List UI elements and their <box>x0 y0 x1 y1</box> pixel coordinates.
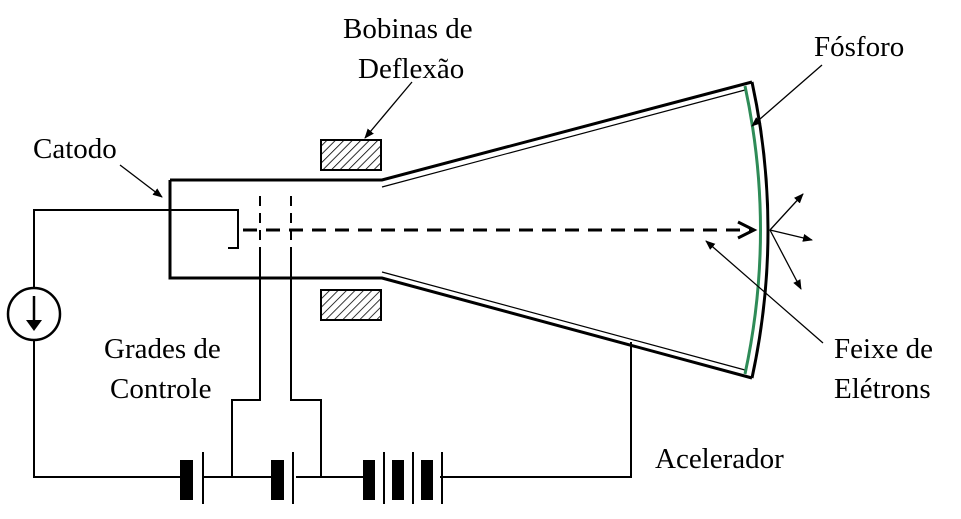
battery-icon <box>180 452 204 504</box>
grid-1-lead <box>231 250 261 477</box>
emission-arrow-icon <box>769 229 802 290</box>
deflection-coil-icon <box>320 139 382 171</box>
return-wire <box>33 340 180 478</box>
bobinas-pointer <box>364 81 413 139</box>
tube-top-inner-line <box>381 89 746 188</box>
bobinas-label-line2: Deflexão <box>358 53 464 85</box>
battery-icon <box>363 452 443 504</box>
emission-arrow-icon <box>769 193 804 231</box>
cathode-wire <box>33 209 239 288</box>
light-emission <box>769 193 813 290</box>
acelerador-label: Acelerador <box>655 443 784 475</box>
grades-label-line2: Controle <box>110 373 212 405</box>
grades-label-line1: Grades de <box>104 333 221 365</box>
deflection-coil-icon <box>320 289 382 321</box>
tube-neck-outline <box>168 80 753 380</box>
current-source-icon <box>6 286 62 342</box>
fosforo-label: Fósforo <box>814 31 904 63</box>
control-grids <box>231 196 322 477</box>
tube-bottom-inner-line <box>381 271 746 371</box>
bobinas-label-line1: Bobinas de <box>343 13 473 45</box>
label-pointers <box>119 64 824 344</box>
fosforo-pointer <box>751 64 823 127</box>
grid-2-lead <box>290 250 322 477</box>
battery-icon <box>271 452 294 504</box>
catodo-pointer <box>119 164 163 198</box>
cathode-circuit <box>33 209 632 478</box>
emission-arrow-icon <box>769 229 813 242</box>
electron-beam <box>243 220 758 240</box>
feixe-pointer <box>705 240 824 344</box>
feixe-label-line1: Feixe de <box>834 333 933 365</box>
accelerator-wire <box>440 342 632 478</box>
catodo-label: Catodo <box>33 133 117 165</box>
feixe-label-line2: Elétrons <box>834 373 931 405</box>
